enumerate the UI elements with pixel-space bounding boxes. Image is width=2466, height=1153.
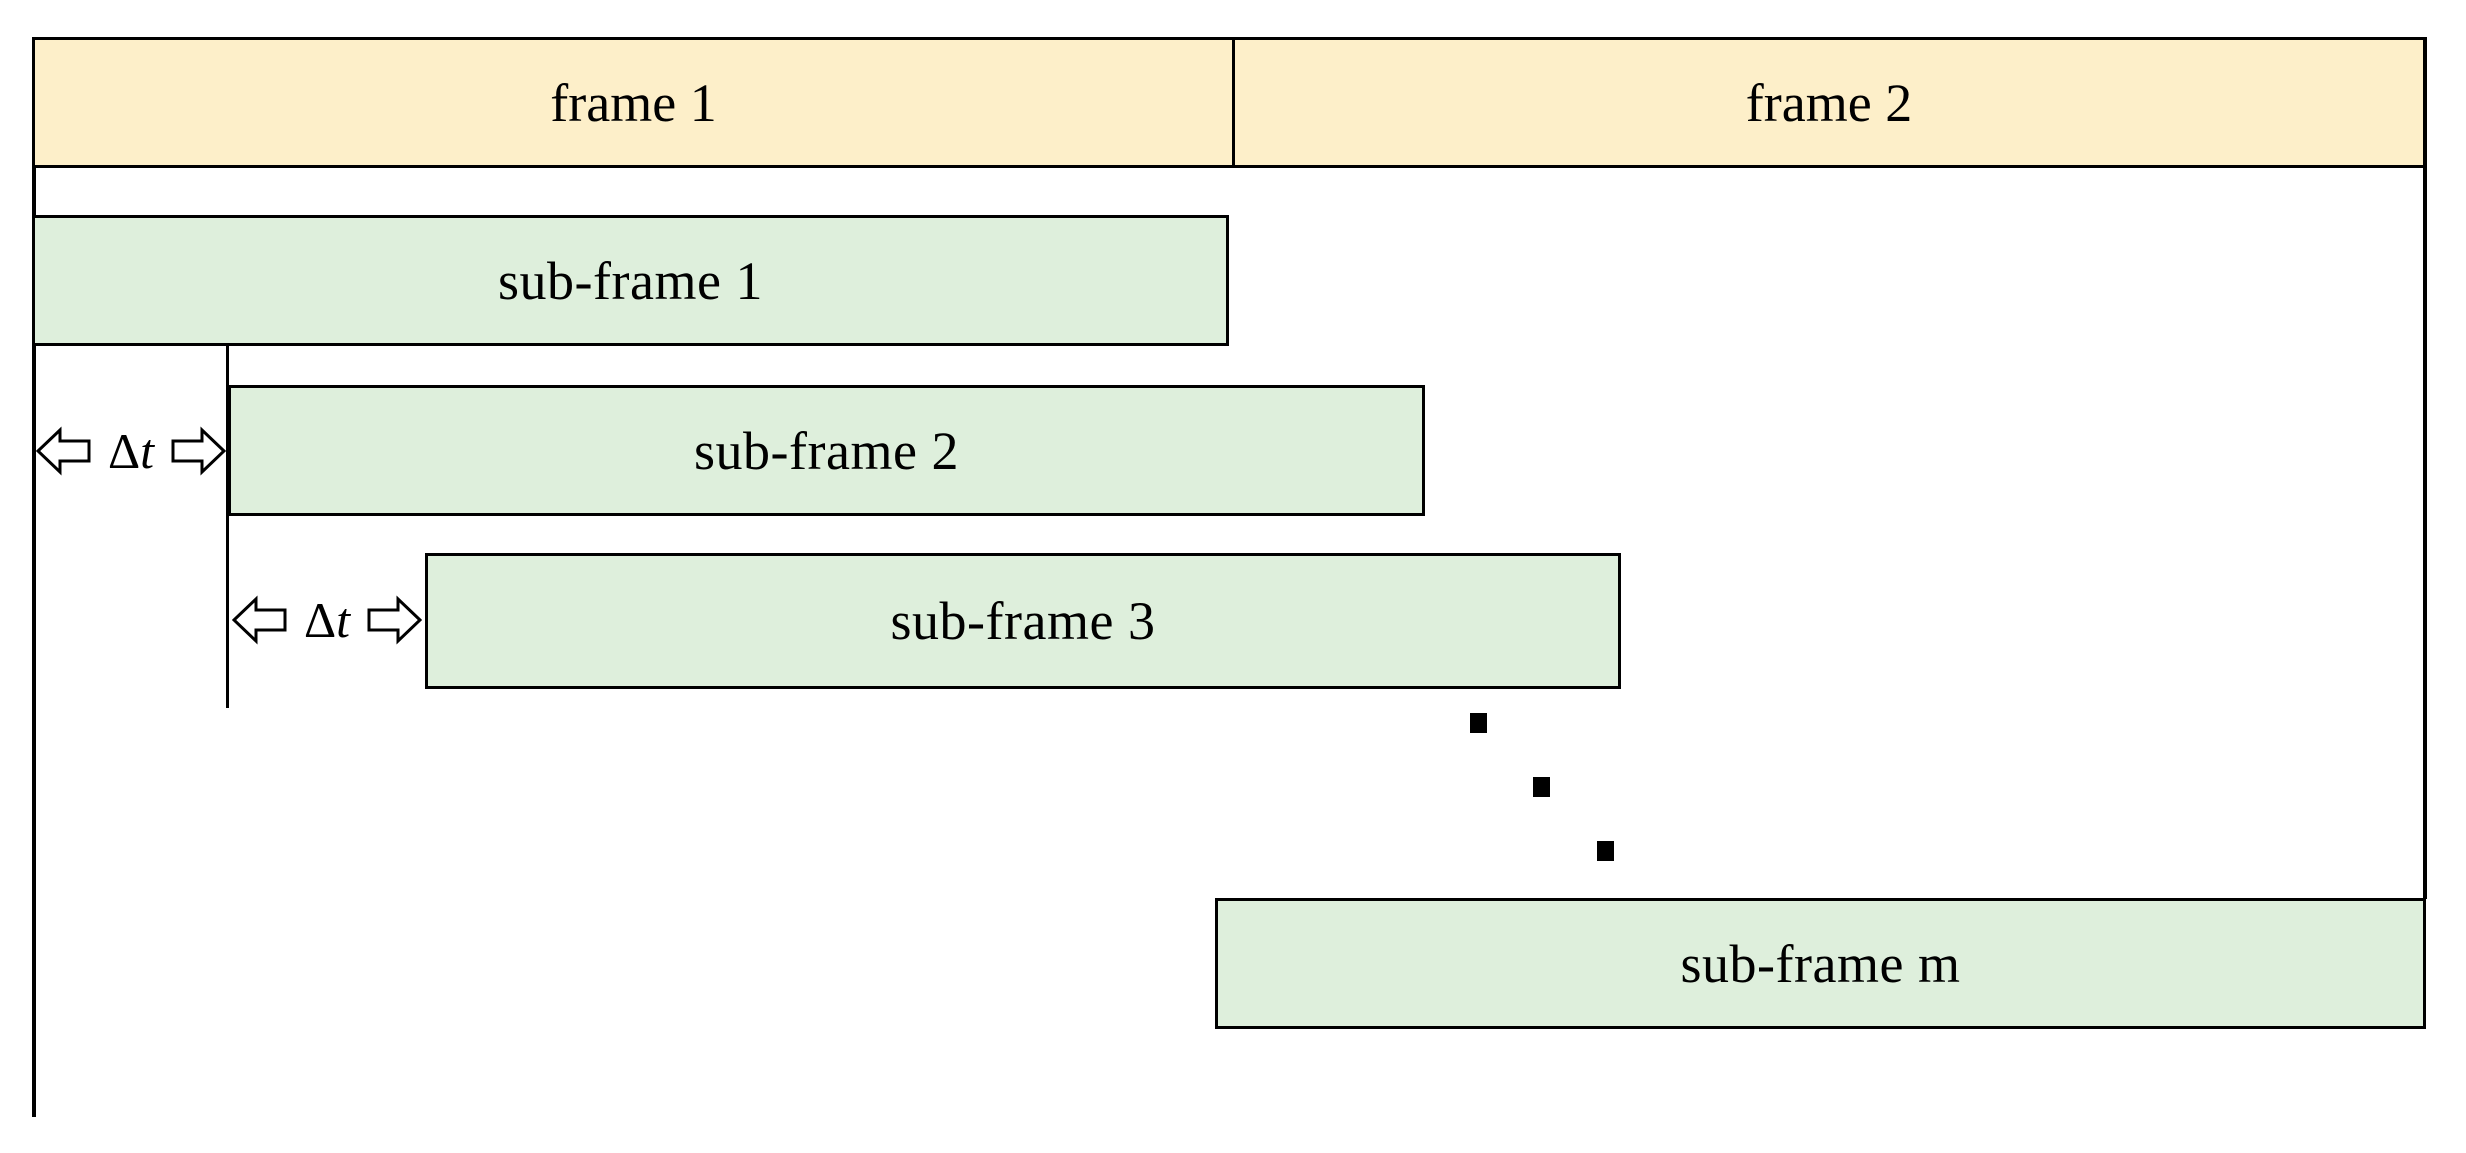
offset-label-2: Δt	[304, 595, 350, 645]
frame-cell-1[interactable]: frame 1	[35, 40, 1235, 165]
arrow-left-icon	[36, 426, 91, 476]
offset-annotation-1: Δt	[36, 414, 226, 488]
arrow-right-icon	[171, 426, 226, 476]
frame-header-row: frame 1 frame 2	[32, 37, 2426, 168]
subframe-bar-3[interactable]: sub-frame 3	[425, 553, 1621, 689]
subframe-label-3: sub-frame 3	[890, 591, 1156, 651]
arrow-right-icon	[367, 595, 422, 645]
offset-label-1: Δt	[108, 426, 154, 476]
ellipsis-dot	[1533, 777, 1550, 797]
offset-tick-rule	[226, 345, 229, 708]
timeline-right-axis	[2423, 37, 2427, 899]
offset-variable-1: t	[140, 423, 155, 479]
subframe-label-2: sub-frame 2	[694, 420, 959, 481]
offset-symbol-1: Δ	[107, 423, 141, 479]
frame-label-1: frame 1	[550, 72, 717, 133]
arrow-left-icon	[232, 595, 287, 645]
timeline-left-axis	[32, 37, 36, 1117]
subframe-bar-1[interactable]: sub-frame 1	[32, 215, 1229, 346]
subframe-label-1: sub-frame 1	[498, 250, 763, 311]
offset-symbol-2: Δ	[303, 592, 337, 648]
ellipsis-dot	[1470, 713, 1487, 733]
offset-annotation-2: Δt	[232, 583, 422, 657]
subframe-bar-m[interactable]: sub-frame m	[1215, 898, 2426, 1029]
frame-cell-2[interactable]: frame 2	[1235, 40, 2423, 165]
ellipsis-dot	[1597, 841, 1614, 861]
frame-label-2: frame 2	[1745, 72, 1913, 133]
subframe-bar-2[interactable]: sub-frame 2	[228, 385, 1425, 516]
offset-variable-2: t	[336, 592, 351, 648]
subframe-label-m: sub-frame m	[1680, 933, 1961, 994]
